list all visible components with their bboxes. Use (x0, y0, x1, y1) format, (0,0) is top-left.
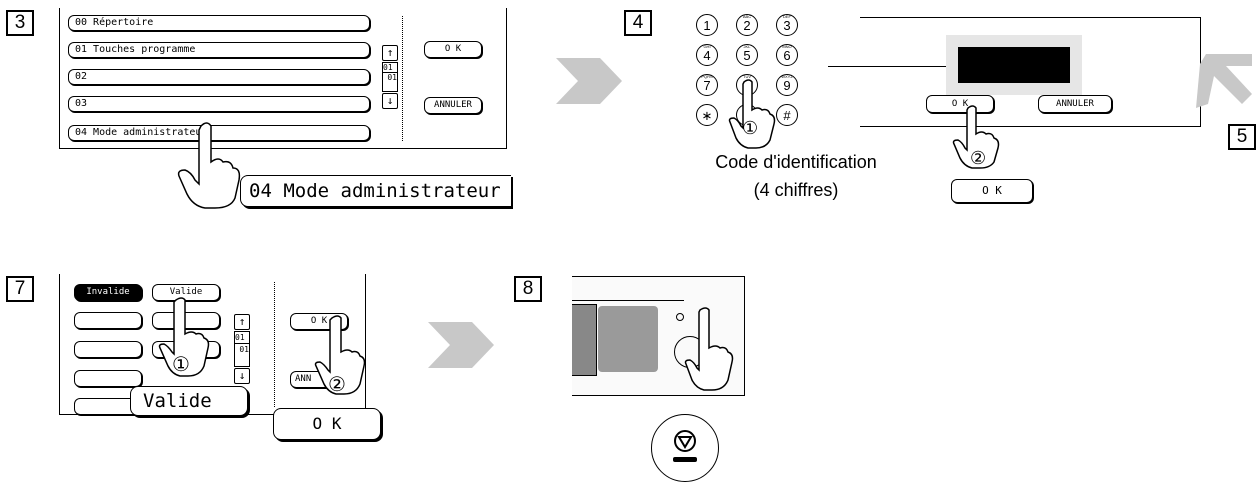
step-number-5: 5 (1228, 124, 1256, 150)
down-left-arrow-icon (1196, 54, 1252, 108)
scroll-up-button[interactable]: ↑ (382, 45, 398, 61)
pointing-hand-icon (314, 315, 366, 395)
id-code-caption: Code d'identification (715, 152, 877, 172)
keypad-key-letters: JKL (743, 44, 751, 49)
stop-icon (673, 430, 697, 462)
zoom-mode-administrateur: 04 Mode administrateur (240, 175, 511, 207)
menu-item-repertoire[interactable]: 00 Répertoire (68, 15, 370, 31)
pointing-hand-icon (728, 79, 776, 149)
keypad-key-letters: GHI (703, 44, 711, 49)
pointing-hand-icon (158, 297, 210, 377)
cancel-button[interactable]: ANNULER (1038, 95, 1112, 113)
scroll-down-button[interactable]: ↓ (382, 93, 398, 109)
keypad-key-hash[interactable]: # (776, 104, 798, 126)
page-indicator: 01 01 (382, 62, 398, 92)
stop-button[interactable] (651, 414, 719, 482)
pointing-hand-icon (952, 105, 1000, 169)
scroll-up-button[interactable]: ↑ (234, 314, 250, 330)
page-total: 01 (239, 345, 249, 354)
keypad-key-letters: PQRS (701, 74, 713, 79)
step-marker-1: ① (742, 118, 759, 139)
panel-screen (572, 304, 597, 376)
keypad-key-digit: 3 (783, 18, 791, 33)
pointing-hand-icon (177, 122, 241, 209)
menu-item-02[interactable]: 02 (68, 69, 370, 85)
id-code-caption-digits: (4 chiffres) (753, 180, 839, 200)
scroll-down-button[interactable]: ↓ (234, 368, 250, 384)
step-marker-2: ② (328, 372, 346, 396)
zoom-ok-button: O K (951, 179, 1033, 203)
keypad-key-digit: 5 (743, 48, 751, 63)
step-marker-2: ② (970, 148, 987, 169)
pointing-hand-icon (684, 307, 734, 391)
menu-item-mode-administrateur[interactable]: 04 Mode administrateur (68, 125, 370, 141)
option-slot[interactable] (74, 312, 142, 329)
keypad-key-digit: 6 (783, 48, 791, 63)
page-total: 01 (387, 73, 397, 82)
next-step-arrow-icon (428, 322, 494, 368)
step-number-4: 4 (624, 10, 652, 36)
keypad-key-digit: 2 (743, 18, 751, 33)
menu-item-touches-programme[interactable]: 01 Touches programme (68, 42, 370, 58)
keypad-key-letters: ABC (742, 14, 752, 19)
valid-option-button[interactable]: Valide (152, 284, 220, 301)
step3-screen (59, 8, 507, 149)
step7-divider (274, 282, 275, 407)
keypad-key-digit: 9 (783, 78, 791, 93)
ok-button[interactable]: O K (424, 41, 482, 58)
keypad-key-digit: # (783, 108, 791, 123)
numeric-keypad: 1ABC2DEF3GHI4JKL5MNO6PQRS7TUV8WXYZ9∗0# (688, 8, 818, 138)
cancel-button[interactable]: ANNULER (424, 97, 482, 114)
step-number-8: 8 (514, 276, 542, 302)
panel-keypad (598, 306, 658, 372)
invalid-option-button[interactable]: Invalide (74, 284, 142, 301)
step-number-7: 7 (6, 276, 34, 302)
keypad-key-1[interactable]: 1 (696, 14, 718, 36)
keypad-key-letters: TUV (743, 74, 751, 79)
keypad-key-letters: MNO (782, 44, 792, 49)
step3-divider (402, 16, 403, 141)
zoom-ok-button: O K (273, 408, 381, 440)
keypad-key-digit: ∗ (701, 108, 713, 123)
page-indicator: 01 01 (234, 331, 250, 367)
keypad-key-digit: 7 (703, 78, 711, 93)
ok-button[interactable]: O K (926, 95, 994, 113)
menu-item-03[interactable]: 03 (68, 96, 370, 112)
step-number-3: 3 (6, 10, 34, 36)
step-marker-1: ① (172, 352, 190, 376)
next-step-arrow-icon (556, 58, 622, 104)
keypad-key-star[interactable]: ∗ (696, 104, 718, 126)
page-current: 01 (383, 63, 397, 73)
keypad-key-digit: 4 (703, 48, 711, 63)
option-slot[interactable] (74, 370, 142, 387)
page-current: 01 (235, 332, 249, 344)
zoom-valid-label: Valide (130, 386, 248, 416)
keypad-key-letters: DEF (783, 14, 791, 19)
keypad-key-digit: 1 (703, 18, 711, 33)
keypad-line (828, 66, 956, 67)
panel-top-strip (572, 284, 684, 301)
keypad-key-letters: WXYZ (781, 74, 793, 79)
id-code-display (958, 47, 1070, 83)
panel-led (676, 313, 684, 321)
option-slot[interactable] (74, 341, 142, 358)
option-slot[interactable] (152, 312, 220, 329)
